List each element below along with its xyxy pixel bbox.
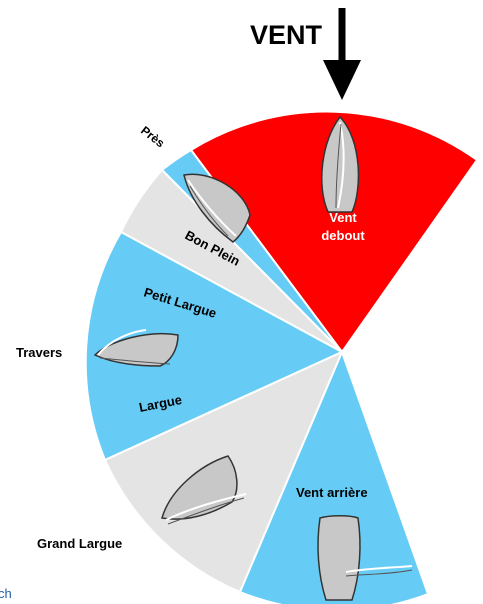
vent-debout-label-line2: debout: [321, 228, 365, 243]
travers-label: Travers: [16, 345, 62, 360]
pres-label: Près: [138, 123, 167, 150]
caption-text[interactable]: ch: [0, 586, 12, 601]
grand-largue-label: Grand Largue: [37, 536, 122, 551]
vent-debout-label-line1: Vent: [329, 210, 357, 225]
wind-arrow-icon: [323, 8, 361, 100]
wind-label: VENT: [250, 20, 323, 50]
vent-arriere-label: Vent arrière: [296, 485, 368, 500]
